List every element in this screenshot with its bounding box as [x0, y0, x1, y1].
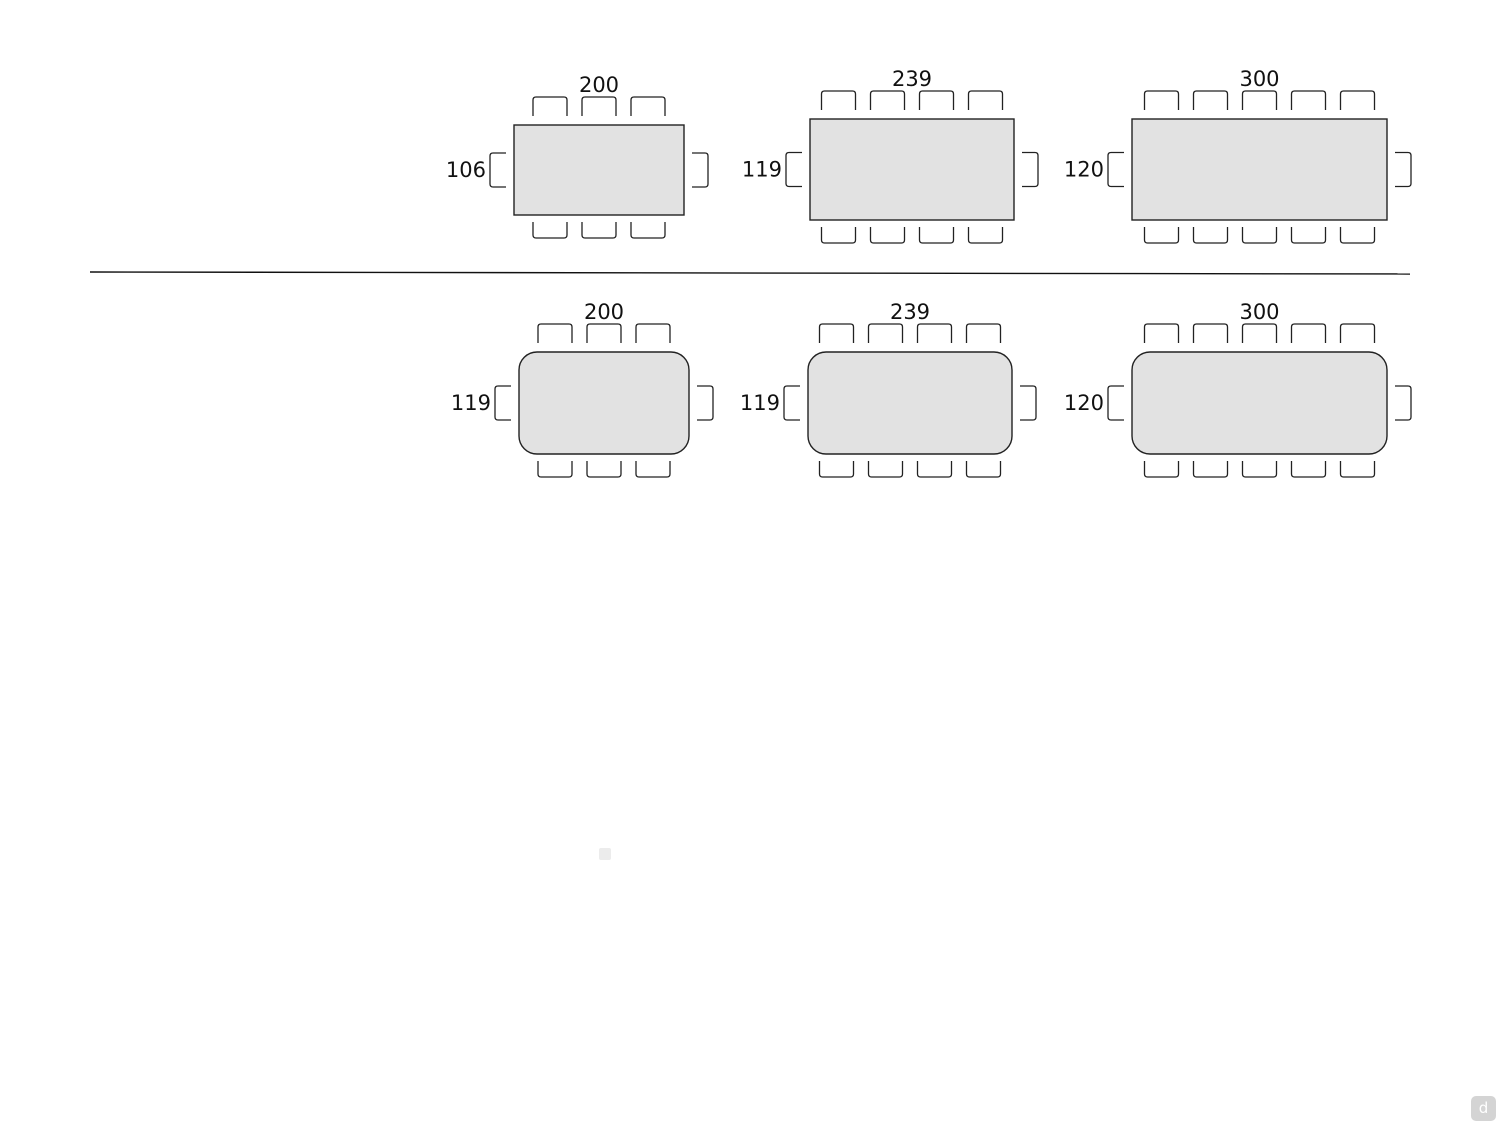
chair-top [1339, 90, 1376, 110]
chair-top [1241, 90, 1278, 110]
chair-top [918, 90, 955, 110]
chair-bottom [630, 222, 666, 239]
chair-bottom [967, 227, 1004, 244]
chair-bottom [1143, 461, 1180, 478]
chair-bottom [1241, 461, 1278, 478]
table-group: 300 120 [1064, 300, 1412, 478]
chair-bottom [1290, 227, 1327, 244]
chair-top [869, 90, 906, 110]
chair-right-end [1395, 151, 1412, 188]
rounded-tables-row: 200 119 239 119 300 120 [451, 300, 1412, 478]
chair-bottom [532, 222, 568, 239]
chair-left-end [489, 152, 506, 188]
chair-bottom [537, 461, 573, 478]
chair-top [635, 323, 671, 343]
chair-right-end [1022, 151, 1039, 188]
chair-left-end [1107, 151, 1124, 188]
chair-top [1143, 323, 1180, 343]
row-divider [89, 271, 1411, 275]
chair-bottom [916, 461, 953, 478]
chair-left-end [494, 385, 511, 421]
rectangular-tables-row: 200 106 239 119 300 120 [446, 67, 1412, 244]
chair-bottom [820, 227, 857, 244]
chair-left-end [1107, 385, 1124, 421]
chair-top [1339, 323, 1376, 343]
chair-bottom [1339, 227, 1376, 244]
chair-right-end [1395, 385, 1412, 421]
chair-top [1143, 90, 1180, 110]
chair-bottom [818, 461, 855, 478]
chair-right-end [1020, 385, 1037, 421]
chair-top [1192, 323, 1229, 343]
table-group: 239 119 [742, 67, 1039, 244]
table-length-label: 200 [584, 300, 624, 324]
table-group: 239 119 [740, 300, 1037, 478]
chair-bottom [581, 222, 617, 239]
table-length-label: 300 [1239, 300, 1279, 324]
chair-right-end [697, 385, 714, 421]
chair-top [532, 96, 568, 116]
stray-mark [599, 848, 611, 860]
rectangular-tabletop [513, 124, 685, 216]
rounded-tabletop [807, 351, 1013, 455]
chair-bottom [918, 227, 955, 244]
table-group: 200 106 [446, 73, 709, 239]
table-group: 200 119 [451, 300, 714, 478]
table-width-label: 119 [742, 158, 782, 182]
chair-top [820, 90, 857, 110]
chair-top [1290, 90, 1327, 110]
table-width-label: 120 [1064, 391, 1104, 415]
chair-bottom [1339, 461, 1376, 478]
chair-bottom [1143, 227, 1180, 244]
chair-bottom [869, 227, 906, 244]
rectangular-tabletop [809, 118, 1015, 221]
table-length-label: 239 [890, 300, 930, 324]
chair-right-end [692, 152, 709, 188]
table-width-label: 120 [1064, 158, 1104, 182]
table-length-label: 300 [1239, 67, 1279, 91]
chair-bottom [867, 461, 904, 478]
table-length-label: 200 [579, 73, 619, 97]
table-group: 300 120 [1064, 67, 1412, 244]
rounded-tabletop [1131, 351, 1388, 455]
chair-top [867, 323, 904, 343]
chair-top [1192, 90, 1229, 110]
chair-top [630, 96, 666, 116]
chair-top [967, 90, 1004, 110]
chair-top [965, 323, 1002, 343]
chair-bottom [1290, 461, 1327, 478]
chair-bottom [1241, 227, 1278, 244]
chair-bottom [1192, 461, 1229, 478]
chair-top [537, 323, 573, 343]
rounded-tabletop [518, 351, 690, 455]
d-logo-icon[interactable]: d [1471, 1096, 1496, 1121]
chair-bottom [965, 461, 1002, 478]
chair-top [581, 96, 617, 116]
chair-top [916, 323, 953, 343]
table-width-label: 119 [451, 391, 491, 415]
chair-left-end [783, 385, 800, 421]
rectangular-tabletop [1131, 118, 1388, 221]
chair-bottom [586, 461, 622, 478]
chair-top [586, 323, 622, 343]
table-width-label: 119 [740, 391, 780, 415]
table-length-label: 239 [892, 67, 932, 91]
chair-left-end [785, 151, 802, 188]
table-width-label: 106 [446, 158, 486, 182]
chair-bottom [635, 461, 671, 478]
chair-top [818, 323, 855, 343]
chair-top [1290, 323, 1327, 343]
chair-bottom [1192, 227, 1229, 244]
chair-top [1241, 323, 1278, 343]
